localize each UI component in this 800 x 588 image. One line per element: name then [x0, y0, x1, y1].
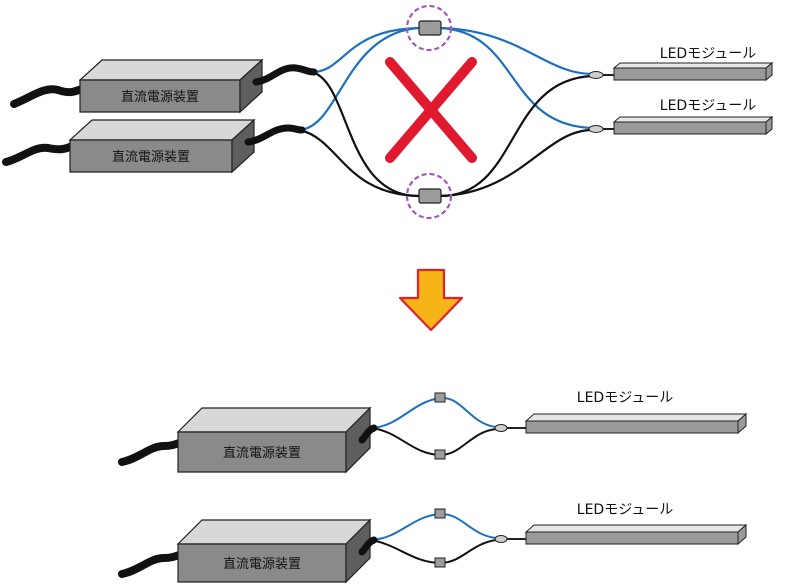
power-supply-label: 直流電源装置 — [223, 557, 301, 572]
power-output-cable — [358, 536, 378, 556]
power-input-cable — [118, 550, 186, 578]
incorrect-wiring-section: 直流電源装置 直流電源装置 LEDモジュール — [2, 4, 774, 220]
wire-top-joint-to-module2 — [438, 26, 594, 130]
led-module-label: LEDモジュール — [660, 46, 756, 62]
wire-psu1-black — [310, 70, 420, 198]
power-output-cable — [358, 424, 378, 444]
wire-joint — [405, 4, 453, 52]
module-connector — [494, 424, 508, 432]
led-module-label: LEDモジュール — [577, 390, 673, 406]
joint-connector — [434, 392, 446, 403]
wire-blue — [371, 396, 497, 429]
wire-black — [371, 539, 497, 565]
joint-connector — [418, 20, 442, 36]
power-supply-unit: 直流電源装置 — [10, 58, 318, 114]
led-module-label: LEDモジュール — [660, 98, 756, 114]
led-module: LEDモジュール — [588, 46, 774, 82]
power-supply-unit: 直流電源装置 — [118, 406, 378, 474]
wire-psu2-black — [298, 128, 420, 198]
joint-connector — [434, 449, 446, 460]
power-input-cable — [2, 142, 76, 166]
wire-psu1-blue — [310, 26, 420, 74]
highlight-circle — [405, 172, 453, 220]
correct-wiring-section: 直流電源装置 LEDモジュール — [118, 390, 748, 584]
joint-connector — [434, 557, 446, 568]
wire-joint — [405, 172, 453, 220]
power-supply-unit: 直流電源装置 — [2, 118, 306, 174]
correct-wiring-set: 直流電源装置 LEDモジュール — [118, 390, 748, 474]
wire-bottom-joint-to-module1 — [438, 74, 594, 198]
power-supply-unit: 直流電源装置 — [118, 518, 378, 584]
wire-black — [371, 427, 497, 457]
power-supply-label: 直流電源装置 — [112, 150, 190, 165]
wire-bottom-joint-to-module2 — [438, 128, 594, 198]
joint-connector — [434, 508, 446, 519]
joint-connector — [418, 188, 442, 204]
power-output-cable — [244, 124, 306, 146]
power-input-cable — [10, 84, 88, 108]
module-connector — [494, 535, 508, 543]
led-module: LEDモジュール — [494, 502, 748, 546]
power-input-cable — [118, 438, 186, 466]
power-output-cable — [252, 64, 318, 86]
led-module: LEDモジュール — [494, 390, 748, 435]
cross-icon — [385, 57, 477, 163]
incorrect-wiring-wires — [298, 26, 594, 198]
wire-blue — [371, 512, 497, 541]
module-connector — [588, 125, 604, 133]
highlight-circle — [405, 4, 453, 52]
wire-top-joint-to-module1 — [438, 26, 594, 76]
module-connector — [588, 71, 604, 79]
down-arrow-icon — [398, 268, 464, 332]
power-supply-label: 直流電源装置 — [223, 446, 301, 461]
correct-wiring-set: 直流電源装置 LEDモジュール — [118, 502, 748, 584]
led-module-label: LEDモジュール — [577, 502, 673, 518]
led-module: LEDモジュール — [588, 98, 774, 136]
wire-psu2-blue — [298, 26, 420, 132]
power-supply-label: 直流電源装置 — [121, 90, 199, 105]
